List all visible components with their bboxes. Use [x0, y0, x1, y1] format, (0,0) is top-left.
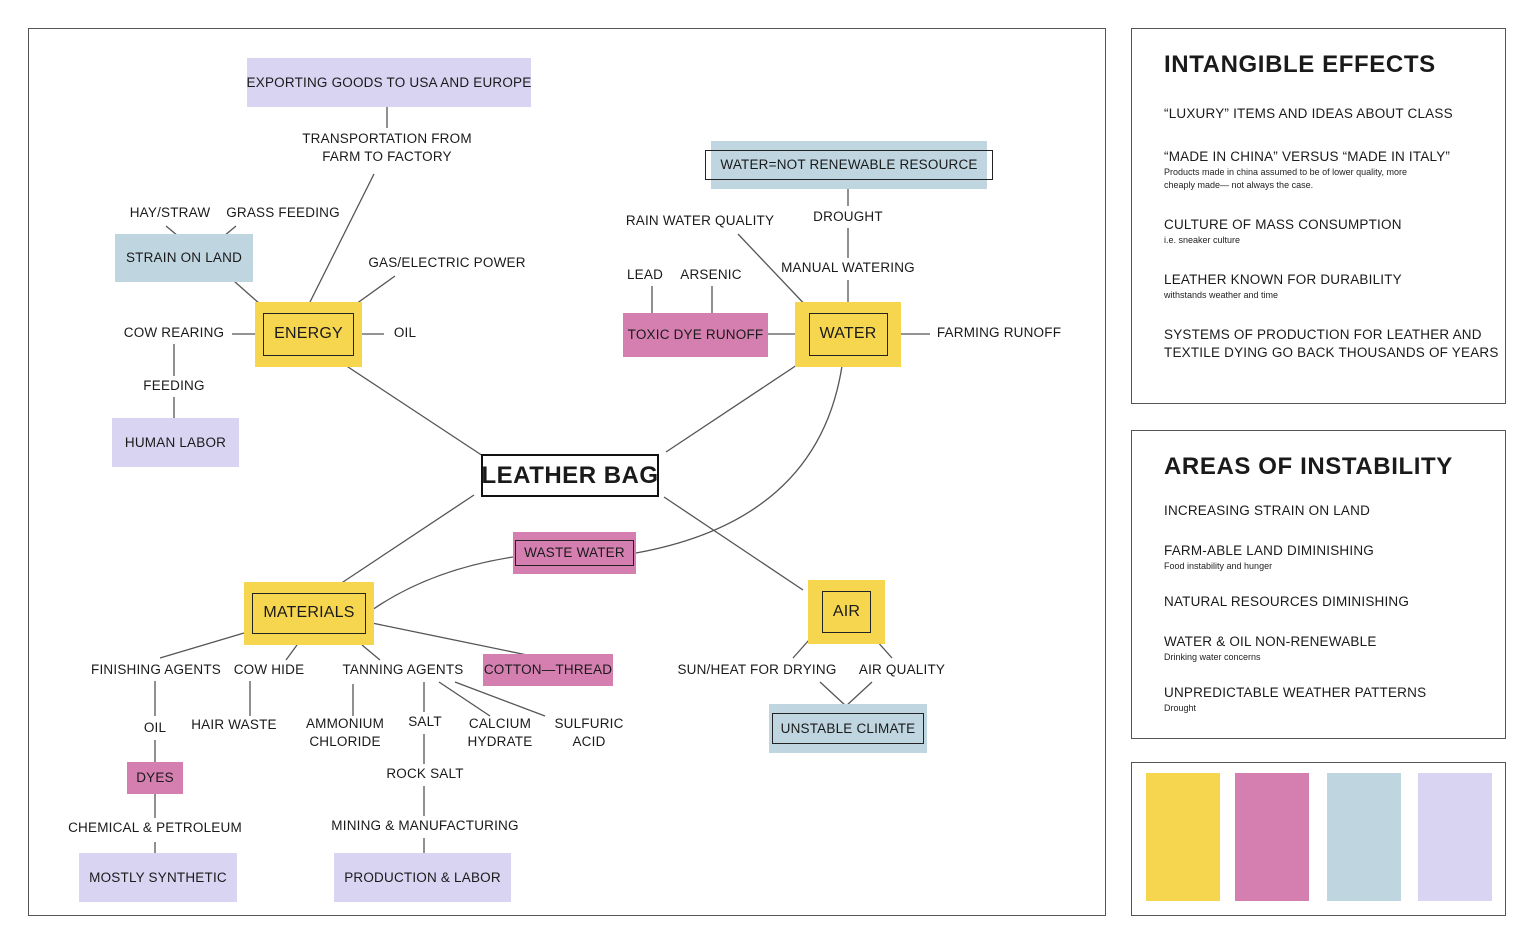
- drought-node: DROUGHT: [813, 209, 883, 224]
- sulfuric-acid-node: SULFURIC ACID: [552, 715, 626, 751]
- materials-oil-node: OIL: [143, 720, 167, 735]
- intangible-effects-panel: INTANGIBLE EFFECTS “LUXURY” ITEMS AND ID…: [1131, 28, 1506, 404]
- water-not-renewable-label: WATER=NOT RENEWABLE RESOURCE: [705, 150, 993, 180]
- instability-item: NATURAL RESOURCES DIMINISHING: [1164, 594, 1410, 609]
- intangible-item: “LUXURY” ITEMS AND IDEAS ABOUT CLASS: [1164, 106, 1453, 121]
- dyes-node: DYES: [127, 762, 183, 794]
- toxic-dye-runoff-node: TOXIC DYE RUNOFF: [623, 313, 768, 357]
- energy-hub: ENERGY: [255, 302, 362, 367]
- feeding-node: FEEDING: [143, 378, 205, 393]
- mining-manufacturing-node: MINING & MANUFACTURING: [331, 818, 519, 833]
- air-quality-node: AIR QUALITY: [858, 662, 946, 677]
- intangible-item: CULTURE OF MASS CONSUMPTION i.e. sneaker…: [1164, 217, 1402, 245]
- water-hub: WATER: [795, 302, 901, 367]
- chemical-petroleum-node: CHEMICAL & PETROLEUM: [68, 820, 242, 835]
- water-not-renewable-node: WATER=NOT RENEWABLE RESOURCE: [705, 141, 993, 189]
- human-labor-node: HUMAN LABOR: [112, 418, 239, 467]
- tanning-agents-node: TANNING AGENTS: [342, 662, 464, 677]
- salt-node: SALT: [408, 714, 442, 729]
- intangible-item: “MADE IN CHINA” VERSUS “MADE IN ITALY” P…: [1164, 149, 1451, 190]
- water-hub-label: WATER: [808, 313, 888, 356]
- instability-item: WATER & OIL NON-RENEWABLE Drinking water…: [1164, 634, 1377, 662]
- cotton-thread-node: COTTON—THREAD: [483, 654, 613, 686]
- yellow-swatch: [1146, 773, 1220, 901]
- cow-rearing-node: COW REARING: [123, 325, 225, 340]
- energy-oil-node: OIL: [393, 325, 417, 340]
- air-hub-label: AIR: [821, 591, 872, 633]
- calcium-line-1: CALCIUM: [468, 716, 532, 731]
- transportation-line-2: FARM TO FACTORY: [322, 149, 452, 164]
- production-labor-node: PRODUCTION & LABOR: [334, 853, 511, 902]
- materials-hub-label: MATERIALS: [252, 592, 366, 635]
- intangible-item: LEATHER KNOWN FOR DURABILITY withstands …: [1164, 272, 1402, 300]
- intangible-effects-title: INTANGIBLE EFFECTS: [1164, 51, 1436, 78]
- cow-hide-node: COW HIDE: [233, 662, 305, 677]
- mostly-synthetic-node: MOSTLY SYNTHETIC: [79, 853, 237, 902]
- ammonium-line-1: AMMONIUM: [305, 716, 385, 731]
- hair-waste-node: HAIR WASTE: [191, 717, 277, 732]
- manual-watering-node: MANUAL WATERING: [781, 260, 915, 275]
- instability-item: UNPREDICTABLE WEATHER PATTERNS Drought: [1164, 685, 1427, 713]
- transportation-line-1: TRANSPORTATION FROM: [302, 131, 472, 146]
- color-key-panel: [1131, 762, 1506, 916]
- sulfuric-line-1: SULFURIC: [554, 716, 624, 731]
- air-hub: AIR: [808, 580, 885, 644]
- ammonium-line-2: CHLORIDE: [309, 734, 381, 749]
- materials-hub: MATERIALS: [244, 582, 374, 645]
- arsenic-node: ARSENIC: [680, 267, 742, 282]
- exporting-goods-node: EXPORTING GOODS TO USA AND EUROPE: [247, 58, 531, 107]
- sun-heat-drying-node: SUN/HEAT FOR DRYING: [677, 662, 837, 677]
- leather-bag-center-node: LEATHER BAG: [481, 454, 659, 497]
- blue-swatch: [1327, 773, 1401, 901]
- farming-runoff-node: FARMING RUNOFF: [936, 325, 1062, 340]
- instability-item: INCREASING STRAIN ON LAND: [1164, 503, 1371, 518]
- waste-water-node: WASTE WATER: [513, 532, 636, 574]
- gas-electric-power-node: GAS/ELECTRIC POWER: [368, 255, 526, 270]
- transportation-node: TRANSPORTATION FROM FARM TO FACTORY: [287, 130, 487, 166]
- grass-feeding-node: GRASS FEEDING: [226, 205, 340, 220]
- calcium-hydrate-node: CALCIUM HYDRATE: [462, 715, 538, 751]
- intangible-item: SYSTEMS OF PRODUCTION FOR LEATHER AND TE…: [1164, 327, 1499, 360]
- waste-water-label: WASTE WATER: [515, 539, 634, 567]
- rock-salt-node: ROCK SALT: [386, 766, 464, 781]
- areas-of-instability-panel: AREAS OF INSTABILITY INCREASING STRAIN O…: [1131, 430, 1506, 739]
- instability-item: FARM-ABLE LAND DIMINISHING Food instabil…: [1164, 543, 1374, 571]
- hay-straw-node: HAY/STRAW: [129, 205, 211, 220]
- rain-water-quality-node: RAIN WATER QUALITY: [625, 213, 775, 228]
- calcium-line-2: HYDRATE: [467, 734, 533, 749]
- areas-of-instability-title: AREAS OF INSTABILITY: [1164, 453, 1453, 480]
- sulfuric-line-2: ACID: [572, 734, 606, 749]
- lead-node: LEAD: [626, 267, 664, 282]
- purple-swatch: [1418, 773, 1492, 901]
- pink-swatch: [1235, 773, 1309, 901]
- energy-hub-label: ENERGY: [263, 313, 354, 356]
- unstable-climate-label: UNSTABLE CLIMATE: [771, 713, 925, 744]
- strain-on-land-node: STRAIN ON LAND: [115, 234, 253, 282]
- finishing-agents-node: FINISHING AGENTS: [91, 662, 221, 677]
- unstable-climate-node: UNSTABLE CLIMATE: [769, 704, 927, 753]
- ammonium-chloride-node: AMMONIUM CHLORIDE: [296, 715, 394, 751]
